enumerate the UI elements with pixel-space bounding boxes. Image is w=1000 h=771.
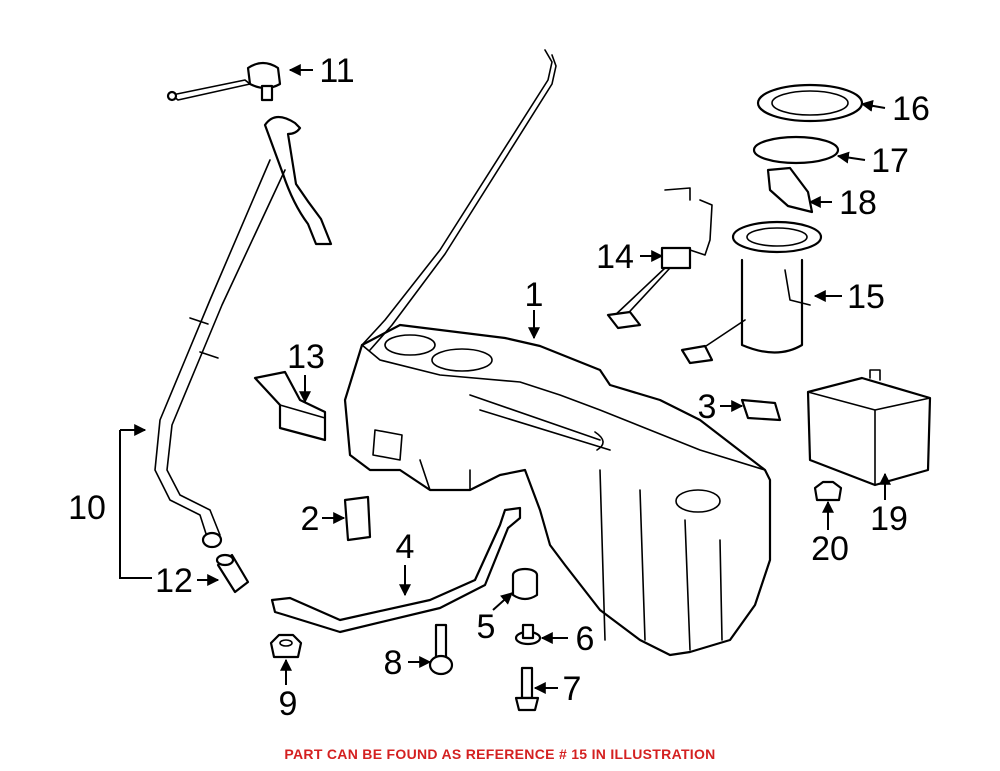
callout-1: 1 [525,276,544,314]
callout-2: 2 [301,500,320,538]
locking-ring [756,83,864,123]
callout-10: 10 [68,489,106,527]
fuel-pump-module [680,220,823,365]
callout-8: 8 [384,644,403,682]
seal [752,135,840,165]
rubber-mount [511,567,539,601]
callout-9: 9 [279,685,298,723]
fuel-cap [166,61,282,102]
bushing [514,623,542,646]
reference-note: PART CAN BE FOUND AS REFERENCE # 15 IN I… [284,746,716,762]
vent-line [361,49,557,351]
callout-7: 7 [563,670,582,708]
leader-17 [836,151,866,164]
callout-20: 20 [811,530,849,568]
callout-18: 18 [839,184,877,222]
callout-13: 13 [287,338,325,376]
leader-lines [119,64,891,694]
fuel-tank [343,323,772,657]
leader-16 [860,99,886,112]
filler-pipe [154,115,333,549]
callout-4: 4 [396,528,415,566]
callout-3: 3 [698,388,717,426]
tank-strap [270,506,522,634]
small-pad [740,398,782,422]
level-sender [606,187,713,330]
bolt-7 [514,666,540,712]
nut-20 [813,480,843,502]
bracket [253,370,327,442]
callout-numbers: 1 2 3 4 5 6 7 8 9 10 11 12 13 14 15 16 1… [68,52,930,723]
leader-5 [492,592,513,611]
callout-12: 12 [155,562,193,600]
control-module [806,369,932,487]
callout-17: 17 [871,142,909,180]
bolt-8 [428,623,454,676]
hose-sleeve [215,553,250,594]
callout-15: 15 [847,278,885,316]
callout-5: 5 [477,608,496,646]
callout-6: 6 [576,620,595,658]
pad [343,495,372,542]
callout-14: 14 [596,238,634,276]
leader-10 [119,429,152,579]
cover [766,166,814,214]
callout-19: 19 [870,500,908,538]
callout-16: 16 [892,90,930,128]
callout-11: 11 [319,52,354,90]
nut-9 [269,633,303,659]
